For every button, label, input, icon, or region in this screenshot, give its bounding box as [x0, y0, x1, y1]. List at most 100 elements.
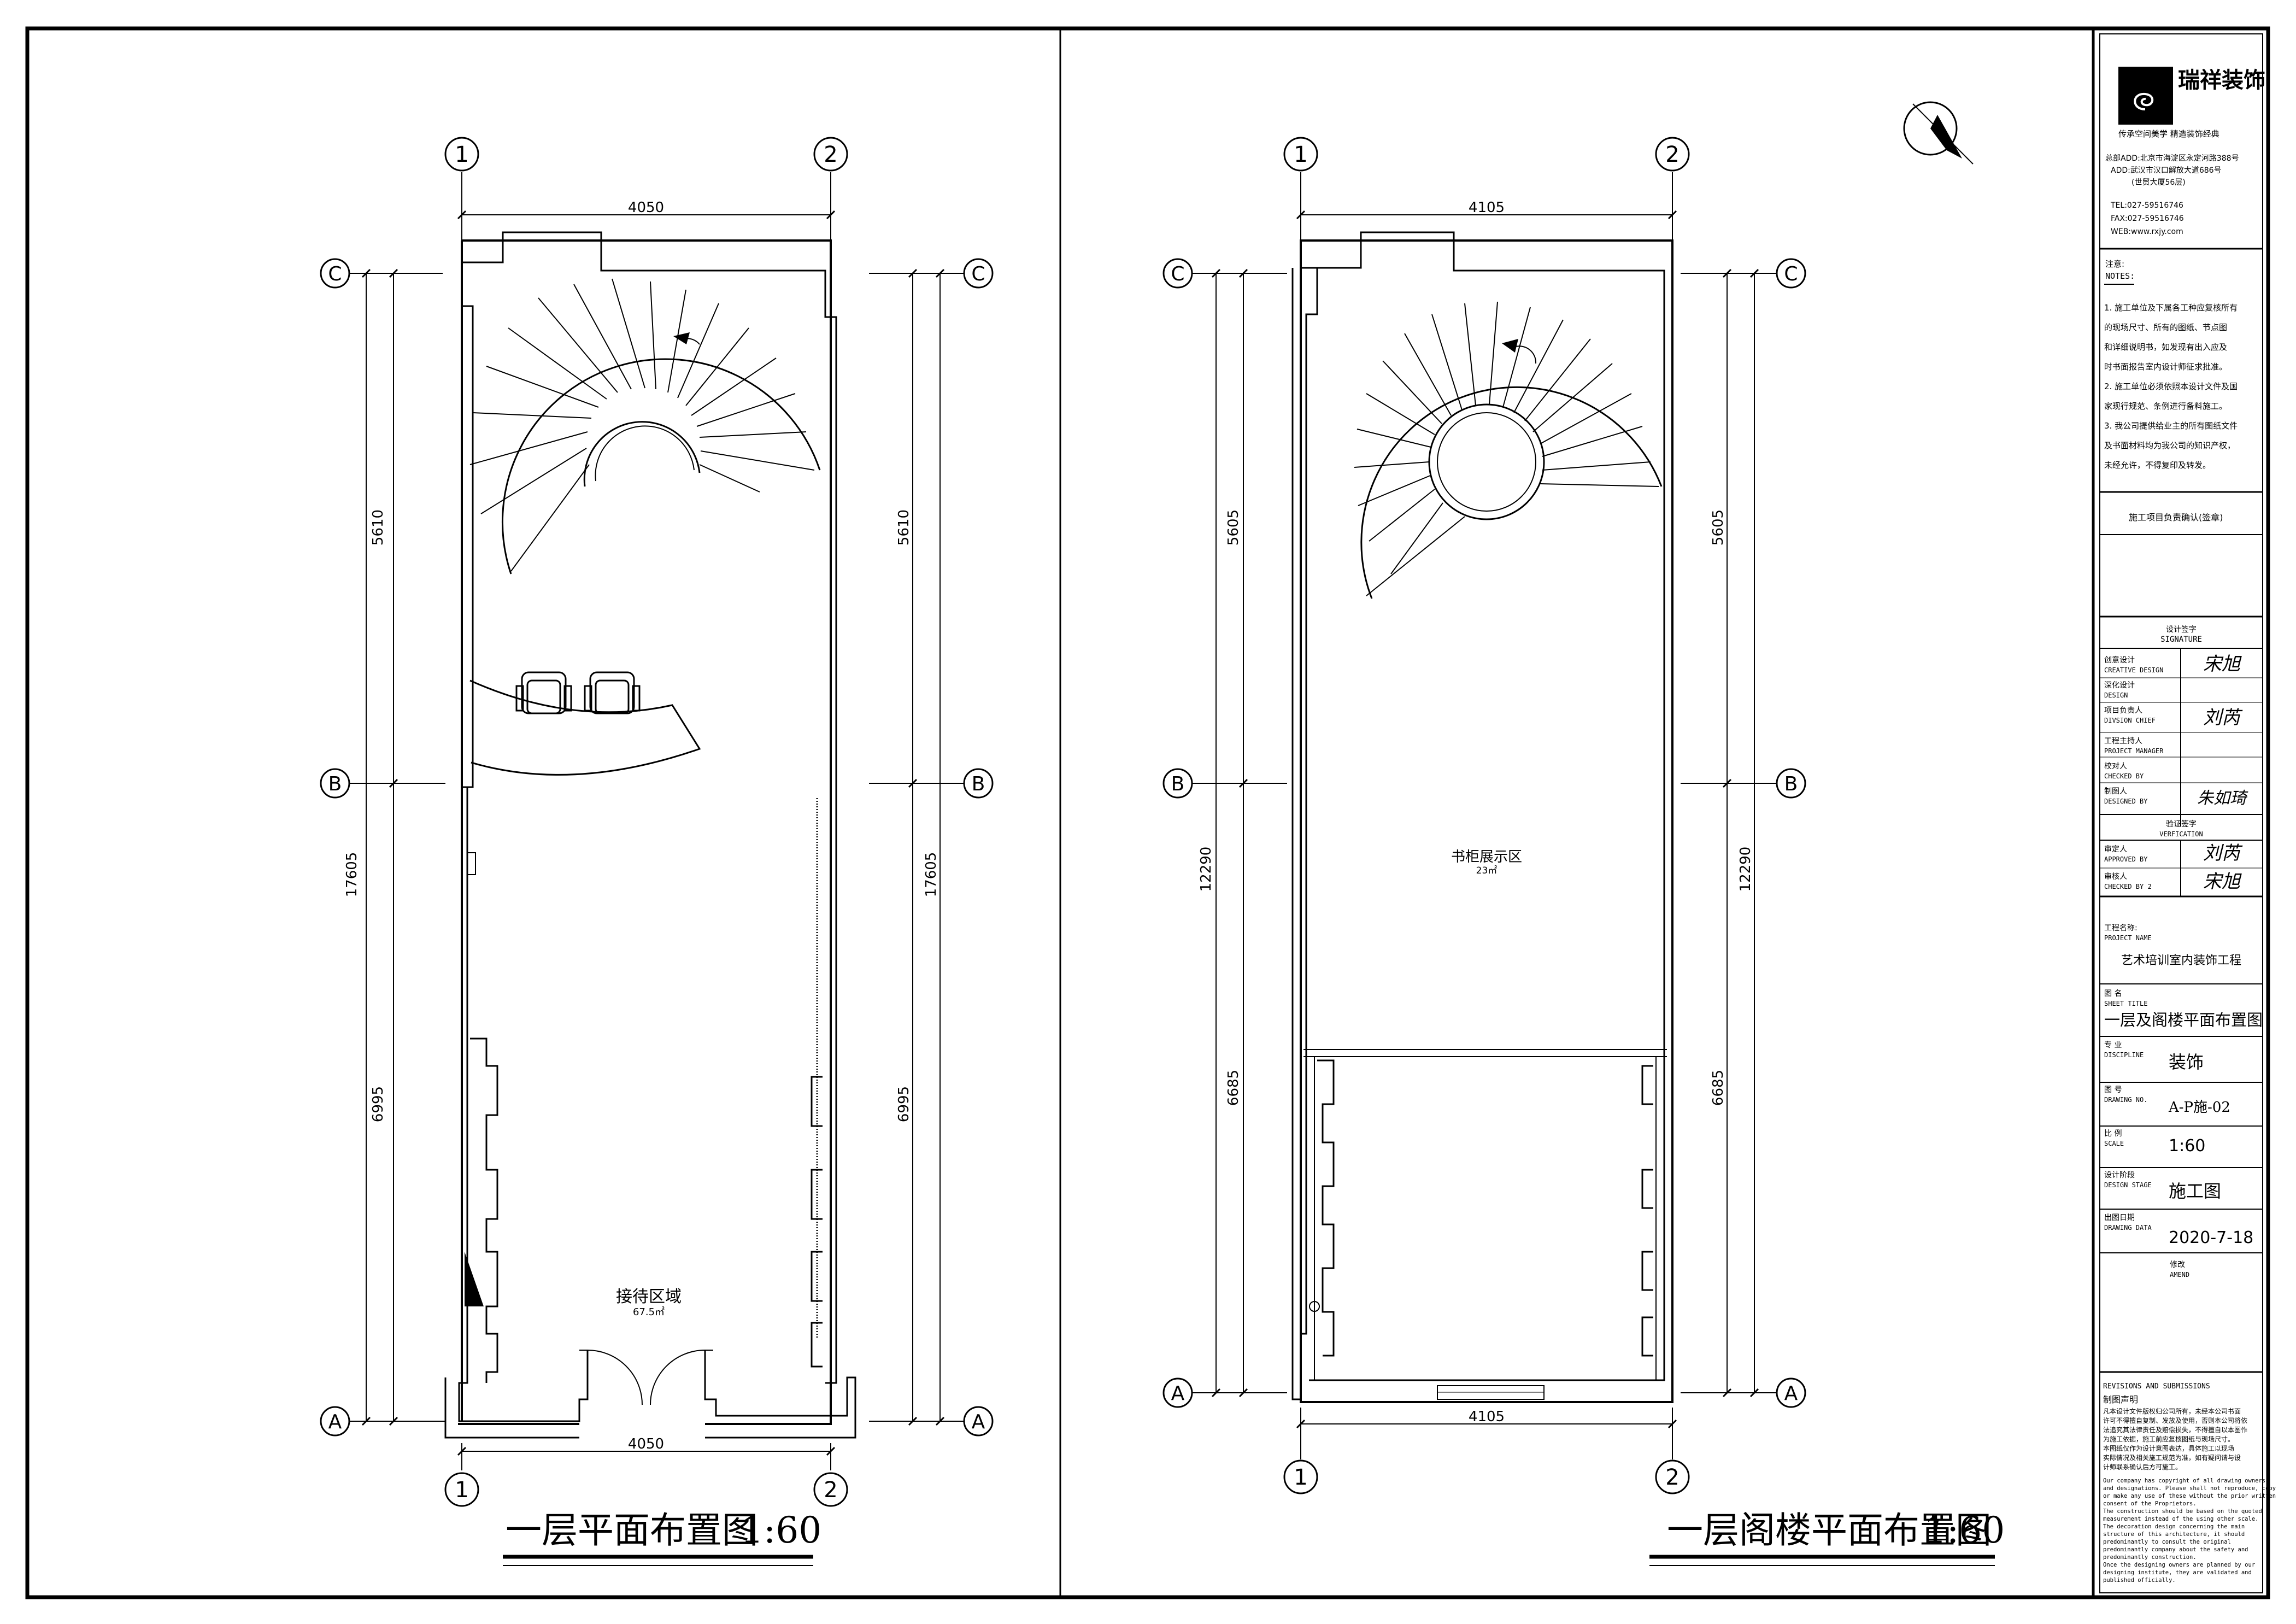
- axis-bubble-left-A: A: [1162, 1377, 1193, 1408]
- svg-text:WEB:www.rxjy.com: WEB:www.rxjy.com: [2111, 227, 2183, 236]
- north-arrow-icon: [1903, 101, 1974, 165]
- drawing-number: A-P施-02: [2168, 1099, 2230, 1116]
- svg-text:APPROVED BY: APPROVED BY: [2104, 855, 2148, 863]
- plan-first-floor: 1 2 4050 C B A C B A 5610 17605: [320, 137, 994, 1566]
- svg-text:图 名: 图 名: [2104, 989, 2122, 998]
- svg-text:设计签字: 设计签字: [2166, 625, 2197, 634]
- svg-text:宋旭: 宋旭: [2203, 653, 2242, 675]
- svg-text:验证签字: 验证签字: [2166, 819, 2197, 829]
- svg-text:B: B: [972, 773, 985, 795]
- confirm-label: 施工项目负责确认(签章): [2129, 512, 2223, 523]
- axis-bubble-bottom-2: 2: [813, 1472, 848, 1507]
- svg-text:DESIGNED BY: DESIGNED BY: [2104, 798, 2148, 805]
- svg-text:REVISIONS AND SUBMISSIONS: REVISIONS AND SUBMISSIONS: [2103, 1382, 2210, 1391]
- svg-text:Once the designing owners are: Once the designing owners are planned by…: [2103, 1562, 2255, 1568]
- drawing-date: 2020-7-18: [2169, 1228, 2253, 1247]
- svg-text:DRAWING DATA: DRAWING DATA: [2104, 1224, 2152, 1232]
- svg-text:修改: 修改: [2170, 1260, 2185, 1269]
- svg-text:时书面报告室内设计师征求批准。: 时书面报告室内设计师征求批准。: [2104, 362, 2227, 372]
- svg-text:A: A: [328, 1411, 342, 1433]
- svg-text:工程主持人: 工程主持人: [2104, 737, 2142, 746]
- svg-text:published officially.: published officially.: [2103, 1577, 2176, 1584]
- svg-text:瑞祥装饰: 瑞祥装饰: [2178, 68, 2265, 93]
- revisions-statement: REVISIONS AND SUBMISSIONS 制图声明 凡本设计文件版权归…: [2103, 1382, 2276, 1584]
- dim-left-lower: 6995: [370, 1086, 386, 1122]
- svg-text:measurement instead of the usi: measurement instead of the using other s…: [2103, 1516, 2258, 1522]
- svg-text:PROJECT NAME: PROJECT NAME: [2104, 934, 2152, 942]
- axis-bubble-right-A: A: [963, 1406, 994, 1437]
- svg-text:刘芮: 刘芮: [2203, 707, 2243, 729]
- svg-text:未经允许，不得复印及转发。: 未经允许，不得复印及转发。: [2104, 460, 2211, 470]
- axis-bubble-left-C: C: [1162, 258, 1193, 289]
- dim-left-upper: 5605: [1225, 509, 1242, 546]
- axis-bubble-top-1: 1: [1283, 137, 1318, 172]
- svg-text:NOTES:: NOTES:: [2105, 271, 2135, 281]
- svg-text:TEL:027-59516746: TEL:027-59516746: [2110, 201, 2183, 210]
- svg-text:The construction should be bas: The construction should be based on the …: [2103, 1508, 2262, 1515]
- svg-text:许可不得擅自复制、发放及使用，否则本公司将依: 许可不得擅自复制、发放及使用，否则本公司将依: [2103, 1416, 2247, 1424]
- axis-bubble-right-C: C: [963, 258, 994, 289]
- room-area: 23㎡: [1476, 865, 1498, 876]
- svg-text:DISCIPLINE: DISCIPLINE: [2104, 1051, 2144, 1059]
- notes-section: 注意: NOTES: 1. 施工单位及下属各工种应复核所有 的现场尺寸、所有的图…: [2104, 259, 2238, 470]
- svg-text:审核人: 审核人: [2104, 872, 2127, 881]
- outer-wall: [458, 239, 832, 1425]
- equipment-wedge: [465, 1252, 484, 1306]
- svg-text:刘芮: 刘芮: [2203, 842, 2243, 864]
- axis-bubble-bottom-2: 2: [1655, 1459, 1690, 1494]
- discipline: 装饰: [2169, 1052, 2204, 1072]
- svg-text:2: 2: [824, 1478, 837, 1503]
- svg-text:or make any use of these witho: or make any use of these without the pri…: [2103, 1493, 2276, 1499]
- svg-text:A: A: [972, 1411, 985, 1433]
- svg-text:The decoration design concerni: The decoration design concerning the mai…: [2103, 1523, 2245, 1530]
- project-info: 工程名称: PROJECT NAME 艺术培训室内装饰工程 图 名 SHEET …: [2100, 924, 2263, 1279]
- svg-text:CHECKED BY: CHECKED BY: [2104, 772, 2144, 780]
- dim-right-lower: 6995: [896, 1086, 912, 1122]
- dim-bottom: 4050: [628, 1436, 664, 1452]
- axis-bubble-right-C: C: [1776, 258, 1806, 289]
- svg-text:CREATIVE DESIGN: CREATIVE DESIGN: [2104, 666, 2163, 674]
- svg-text:创意设计: 创意设计: [2104, 655, 2135, 665]
- svg-text:注意:: 注意:: [2105, 259, 2124, 269]
- signature-table: 设计签字 SIGNATURE 创意设计 CREATIVE DESIGN 宋旭 深…: [2100, 625, 2263, 896]
- dim-bottom: 4105: [1469, 1409, 1505, 1425]
- svg-text:SIGNATURE: SIGNATURE: [2160, 635, 2202, 644]
- axis-bubble-top-1: 1: [444, 137, 479, 172]
- dim-right-upper: 5610: [896, 509, 912, 546]
- svg-text:consent of the Proprietors.: consent of the Proprietors.: [2103, 1500, 2197, 1507]
- svg-text:1: 1: [1294, 142, 1307, 167]
- spiral-staircase: [1354, 301, 1663, 599]
- dim-right-lower: 6685: [1710, 1070, 1727, 1106]
- svg-text:专 业: 专 业: [2104, 1041, 2122, 1050]
- entrance-double-door: [579, 1350, 713, 1405]
- company-address: 总部ADD:北京市海淀区永定河路388号 ADD:武汉市汉口解放大道686号 (…: [2105, 154, 2239, 236]
- drawing-scale-right: 1:60: [1924, 1509, 2005, 1551]
- svg-text:2: 2: [824, 142, 837, 167]
- svg-text:C: C: [971, 263, 985, 285]
- svg-text:B: B: [328, 773, 342, 795]
- svg-text:法追究其法律责任及赔偿损失，不得擅自以本图作: 法追究其法律责任及赔偿损失，不得擅自以本图作: [2103, 1426, 2247, 1434]
- svg-text:A: A: [1171, 1382, 1185, 1405]
- svg-text:2: 2: [1665, 142, 1679, 167]
- svg-text:设计阶段: 设计阶段: [2104, 1171, 2135, 1180]
- drawing-title-left: 一层平面布置图: [506, 1509, 758, 1551]
- svg-text:本图纸仅作为设计意图表达，具体施工以现场: 本图纸仅作为设计意图表达，具体施工以现场: [2103, 1444, 2234, 1452]
- company-logo: 瑞祥装饰 传承空间美学 精造装饰经典: [2118, 67, 2265, 139]
- drawing-title-right: 一层阁楼平面布置图: [1667, 1509, 1992, 1551]
- drawing-scale-left: 1:60: [741, 1509, 821, 1551]
- svg-text:SHEET TITLE: SHEET TITLE: [2104, 1000, 2147, 1007]
- svg-text:B: B: [1171, 773, 1185, 795]
- axis-bubble-bottom-1: 1: [1283, 1459, 1318, 1494]
- svg-text:总部ADD:北京市海淀区永定河路388号: 总部ADD:北京市海淀区永定河路388号: [2105, 154, 2239, 163]
- title-block: 瑞祥装饰 传承空间美学 精造装饰经典 总部ADD:北京市海淀区永定河路388号 …: [2100, 67, 2276, 1584]
- axis-bubble-left-C: C: [320, 258, 350, 289]
- svg-text:1: 1: [455, 142, 468, 167]
- room-label: 书柜展示区: [1451, 849, 1522, 865]
- svg-text:项目负责人: 项目负责人: [2104, 706, 2142, 715]
- svg-text:审定人: 审定人: [2104, 845, 2127, 854]
- svg-text:实际情况及相关施工规范为准，如有疑问请与设: 实际情况及相关施工规范为准，如有疑问请与设: [2103, 1453, 2241, 1462]
- project-name: 艺术培训室内装饰工程: [2121, 954, 2241, 968]
- svg-text:predominantly company about th: predominantly company about the safety a…: [2103, 1546, 2248, 1553]
- title-block-frame: [2092, 27, 2270, 1599]
